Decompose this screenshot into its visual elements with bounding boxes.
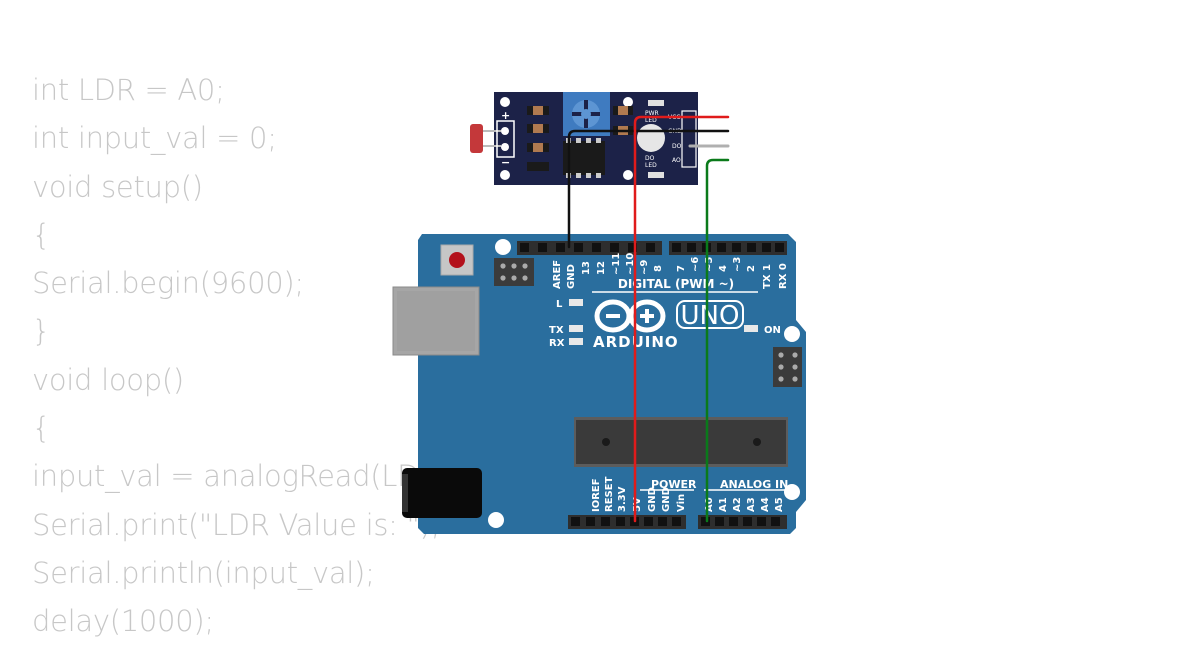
rx-led-label: RX [549, 338, 565, 349]
analog-header [698, 515, 787, 529]
pin-label-2: 2 [746, 265, 757, 272]
pin-label-3: ~3 [732, 257, 743, 272]
l-led [569, 299, 583, 306]
reset-button[interactable] [440, 244, 474, 276]
digital-header-label: DIGITAL (PWM ~) [618, 277, 734, 291]
circuit-diagram: AREF GND 13 12 ~11 ~10 ~9 8 7 ~6 ~5 4 ~3… [392, 92, 806, 534]
icsp-header-top [494, 258, 534, 286]
potentiometer[interactable] [563, 92, 610, 136]
pin-label-vin: Vin [676, 494, 687, 512]
ldr-connector [496, 120, 515, 158]
power-header [568, 515, 686, 529]
pin-label-tx1: TX 1 [762, 264, 773, 289]
code-line: void loop() [32, 362, 184, 397]
pin-label-12: 12 [596, 261, 607, 275]
pin-label-do: DO [672, 143, 682, 150]
code-line: Serial.print("LDR Value is: "); [32, 507, 441, 542]
atmega-chip [574, 417, 788, 467]
uno-badge [676, 300, 744, 329]
code-line: void setup() [32, 169, 203, 204]
module-hole [623, 170, 633, 180]
reset-button-cap [449, 252, 465, 268]
tx-led-label: TX [549, 325, 564, 336]
pin-label-10: ~10 [625, 253, 636, 275]
pin-label-4: 4 [718, 265, 729, 272]
dc-power-jack [402, 468, 482, 518]
mounting-hole [488, 512, 504, 528]
pin-label-9: ~9 [639, 260, 650, 275]
module-hole [623, 97, 633, 107]
usb-connector [392, 286, 480, 356]
mounting-hole [784, 326, 800, 342]
module-pin-header [681, 110, 697, 168]
pin-label-aref: AREF [552, 260, 563, 289]
pin-label-a3: A3 [746, 497, 757, 512]
mounting-hole [495, 239, 511, 255]
pin-label-a4: A4 [760, 497, 771, 512]
pin-label-a5: A5 [774, 497, 785, 512]
ldr-sensor-module[interactable]: + − PWR LED [470, 92, 698, 185]
pin-label-13: 13 [581, 261, 592, 275]
capacitor [637, 124, 665, 152]
do-led-label-2: LED [645, 162, 657, 169]
on-led [744, 325, 758, 332]
pwr-led-label-2: LED [645, 117, 657, 124]
arduino-uno-board[interactable]: AREF GND 13 12 ~11 ~10 ~9 8 7 ~6 ~5 4 ~3… [392, 234, 806, 534]
icsp-header-right [773, 347, 802, 387]
module-hole [500, 170, 510, 180]
rx-led [569, 338, 583, 345]
pin-label-6: ~6 [690, 257, 701, 272]
digital-header-left [517, 241, 662, 255]
code-line: Serial.begin(9600); [32, 266, 304, 301]
code-line: } [32, 314, 51, 349]
code-line: { [32, 217, 51, 252]
pwr-led-label: PWR [645, 110, 659, 117]
arduino-logo [594, 299, 666, 333]
code-line: { [32, 411, 51, 446]
uno-model: UNO [681, 301, 740, 331]
pin-label-gnd1: GND [647, 487, 658, 512]
pin-label-11: ~11 [611, 253, 622, 275]
tx-led [569, 325, 583, 332]
pin-label-7: 7 [676, 265, 687, 272]
ldr-connector-pin [501, 127, 509, 135]
pin-label-gnd2: GND [661, 487, 672, 512]
pwr-led [648, 100, 664, 106]
pin-label-a0: A0 [704, 497, 715, 512]
minus-label: − [501, 156, 510, 169]
wire-vcc[interactable] [633, 115, 730, 523]
analog-label: ANALOG IN [720, 478, 788, 491]
module-hole [500, 97, 510, 107]
pin-label-3v3: 3.3V [617, 486, 628, 512]
wire-gnd[interactable] [567, 129, 730, 249]
power-label: POWER [651, 478, 697, 491]
wires [567, 115, 730, 523]
pin-label-5: ~5 [704, 257, 715, 272]
pin-label-8: 8 [653, 265, 664, 272]
pin-label-rx0: RX 0 [778, 263, 789, 289]
code-listing: int LDR = A0; int input_val = 0; void se… [32, 66, 460, 646]
code-line: Serial.println(input_val); [32, 555, 375, 590]
code-line: input_val = analogRead(LDR); [32, 459, 460, 494]
pin-label-a2: A2 [732, 497, 743, 512]
mounting-hole [784, 484, 800, 500]
do-led-label: DO [645, 155, 655, 162]
wire-ao[interactable] [705, 158, 730, 523]
do-led [648, 172, 664, 178]
pin-label-reset: RESET [604, 476, 615, 512]
pin-label-gnd: GND [566, 264, 577, 289]
code-line: int input_val = 0; [32, 121, 277, 156]
pin-label-5v: 5V [632, 497, 643, 512]
digital-header-right [669, 241, 787, 255]
pin-label-ao: AO [672, 157, 681, 164]
plus-label: + [501, 109, 510, 122]
pin-label-ioref: IOREF [591, 478, 602, 512]
ldr-connector-pin [501, 143, 509, 151]
code-line: int LDR = A0; [32, 73, 225, 107]
pin-label-a1: A1 [718, 497, 729, 512]
l-led-label: L [556, 299, 563, 310]
on-led-label: ON [764, 325, 781, 336]
